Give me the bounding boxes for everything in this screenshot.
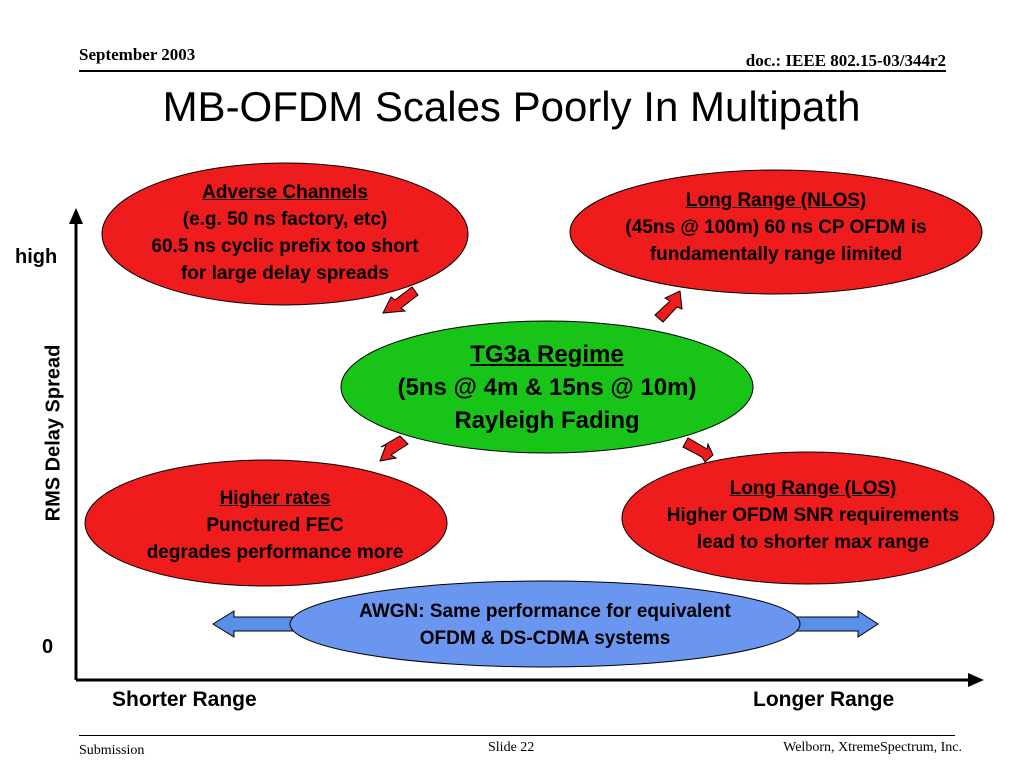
bubble-tg3a-regime (340, 320, 754, 454)
bubble-awgn (289, 580, 801, 668)
higher-rates-title: Higher rates (219, 488, 331, 509)
awgn-text: AWGN: Same performance for equivalent OF… (300, 598, 790, 652)
higher-rates-text: Higher rates Punctured FEC degrades perf… (110, 485, 440, 566)
slide-title: MB-OFDM Scales Poorly In Multipath (162, 83, 861, 130)
x-axis-left-label: Shorter Range (112, 688, 257, 711)
adverse-channels-line-3: for large delay spreads (180, 263, 390, 284)
y-axis-high-label: high (15, 246, 58, 268)
long-range-nlos-text: Long Range (NLOS) (45ns @ 100m) 60 ns CP… (576, 187, 976, 268)
long-range-los-line-1: Higher OFDM SNR requirements (666, 505, 960, 526)
arrow-to-nlos-icon (654, 290, 683, 323)
footer-author: Welborn, XtremeSpectrum, Inc. (783, 740, 962, 755)
footer-submission: Submission (79, 743, 145, 758)
long-range-nlos-title: Long Range (NLOS) (685, 190, 867, 211)
long-range-los-line-2: lead to shorter max range (696, 532, 930, 553)
header-divider (79, 70, 946, 72)
adverse-channels-line-2: 60.5 ns cyclic prefix too short (151, 236, 419, 257)
tg3a-regime-line-2: Rayleigh Fading (454, 407, 640, 434)
higher-rates-line-2: degrades performance more (146, 542, 404, 563)
long-range-los-text: Long Range (LOS) Higher OFDM SNR require… (626, 475, 1000, 556)
tg3a-regime-text: TG3a Regime (5ns @ 4m & 15ns @ 10m) Rayl… (347, 338, 747, 437)
tg3a-regime-line-1: (5ns @ 4m & 15ns @ 10m) (397, 374, 697, 401)
footer-slide-number: Slide 22 (488, 740, 535, 755)
arrow-to-adverse-icon (382, 286, 419, 314)
arrow-to-los-icon (682, 437, 714, 463)
y-axis-zero-label: 0 (42, 636, 54, 658)
long-range-nlos-line-2: fundamentally range limited (649, 244, 903, 265)
y-axis-arrowhead-icon (69, 208, 83, 224)
header-doc-id: doc.: IEEE 802.15-03/344r2 (745, 51, 946, 70)
bubble-long-range-nlos (569, 169, 983, 295)
adverse-channels-text: Adverse Channels (e.g. 50 ns factory, et… (105, 179, 465, 287)
adverse-channels-line-1: (e.g. 50 ns factory, etc) (182, 209, 388, 230)
y-axis-title: RMS Delay Spread (42, 344, 65, 522)
footer-divider (79, 735, 955, 736)
long-range-nlos-line-1: (45ns @ 100m) 60 ns CP OFDM is (625, 217, 927, 238)
arrow-to-higher-rates-icon (379, 435, 409, 462)
higher-rates-line-1: Punctured FEC (206, 515, 344, 536)
awgn-line-1: AWGN: Same performance for equivalent (359, 601, 731, 622)
awgn-line-2: OFDM & DS-CDMA systems (419, 628, 671, 649)
tg3a-regime-title: TG3a Regime (470, 341, 624, 368)
x-axis-right-label: Longer Range (753, 688, 895, 711)
bubble-adverse-channels (101, 162, 469, 306)
bubble-higher-rates (84, 459, 448, 587)
bubble-long-range-los (621, 451, 995, 585)
x-axis-arrowhead-icon (968, 673, 984, 687)
adverse-channels-title: Adverse Channels (202, 182, 368, 203)
header-date: September 2003 (79, 45, 196, 64)
long-range-los-title: Long Range (LOS) (729, 478, 897, 499)
